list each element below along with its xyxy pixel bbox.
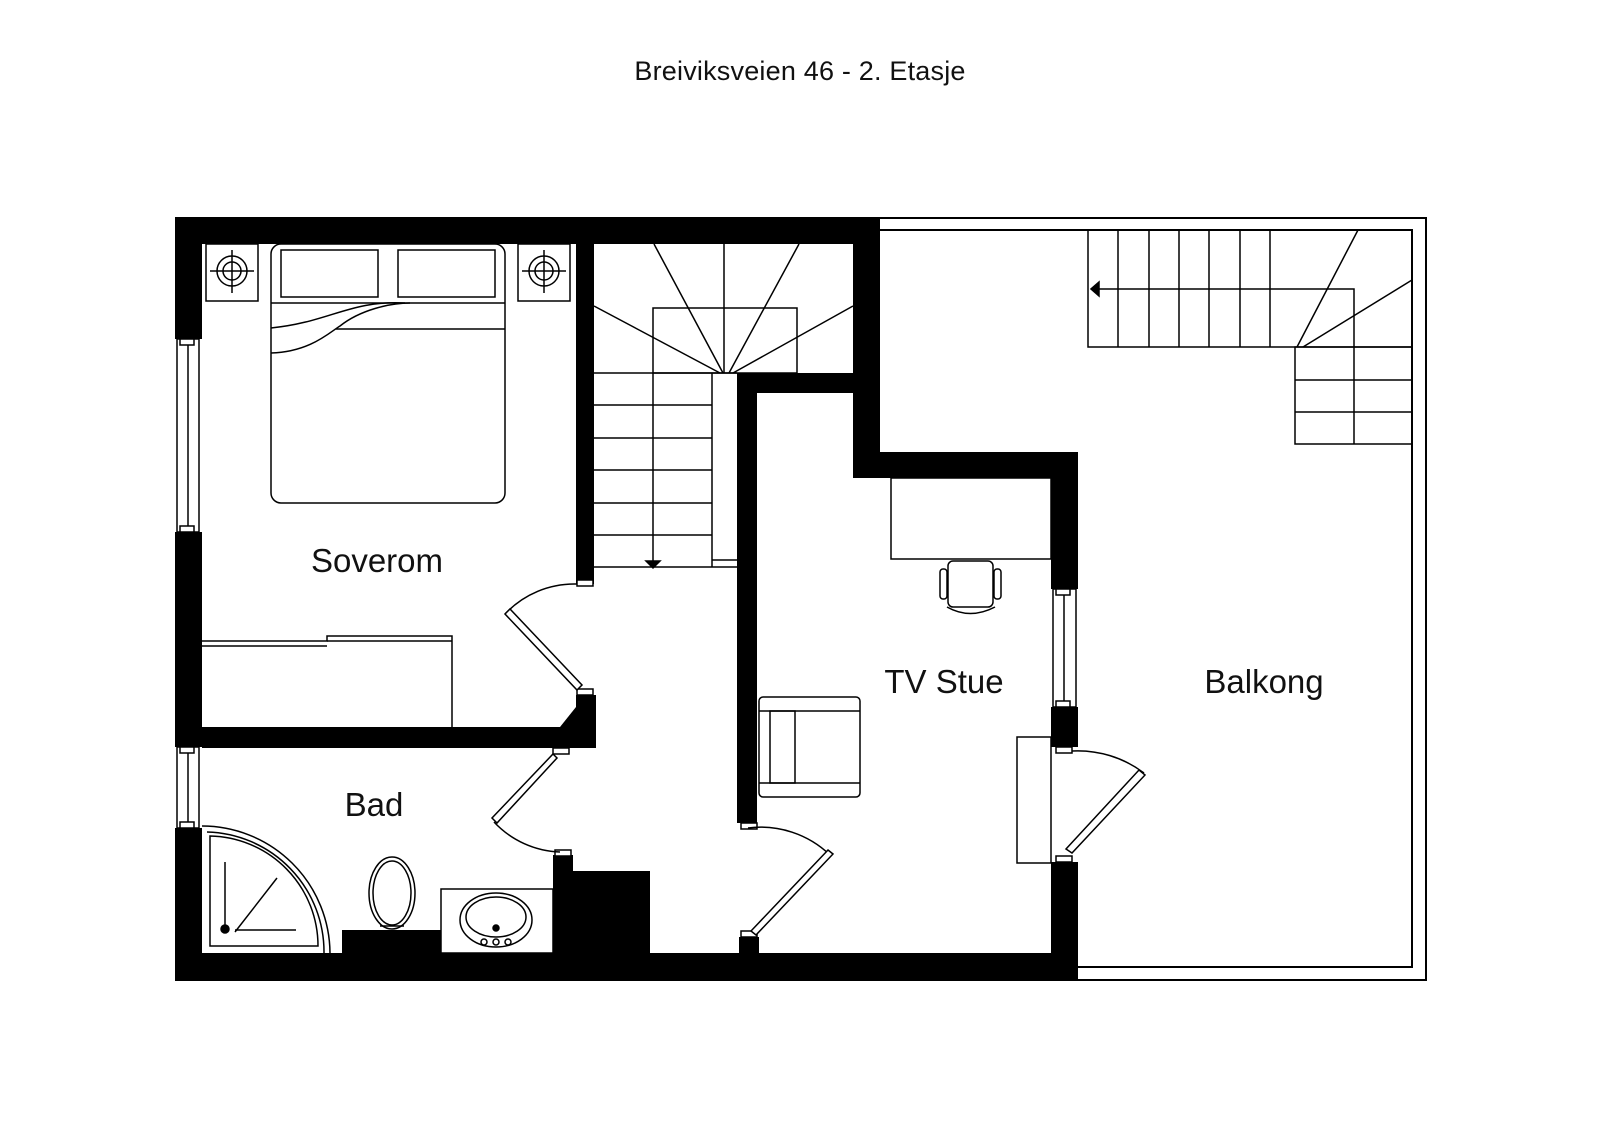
floor-plan-title: Breiviksveien 46 - 2. Etasje — [634, 56, 966, 86]
doors — [490, 579, 1147, 938]
toilet-tank — [342, 930, 441, 953]
bathroom-fixtures — [201, 825, 554, 954]
bedroom-furniture — [202, 243, 571, 727]
room-label-soverom: Soverom — [310, 542, 444, 579]
balcony-staircase — [1087, 229, 1413, 445]
room-label-bad: Bad — [344, 786, 404, 823]
interior-staircase — [593, 243, 854, 570]
windows — [176, 338, 1077, 829]
room-label-balkong: Balkong — [1204, 663, 1324, 700]
balcony-railing — [878, 217, 1427, 981]
tv-stue-furniture — [758, 477, 1052, 864]
room-label-tv-stue: TV Stue — [884, 663, 1004, 700]
walls — [175, 217, 1078, 981]
